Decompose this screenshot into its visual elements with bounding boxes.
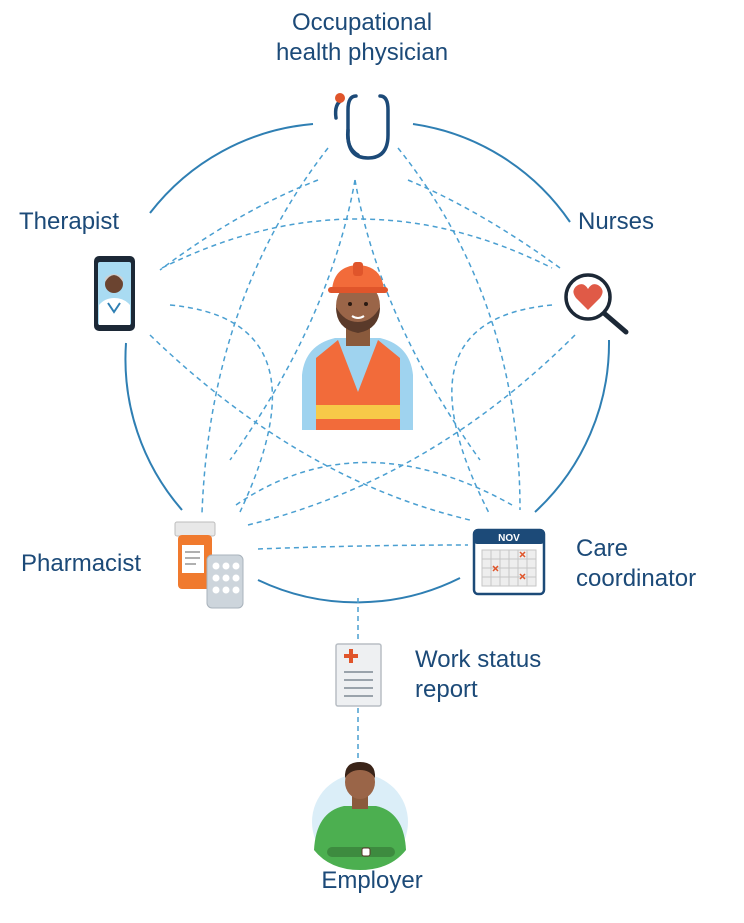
stethoscope-icon: [333, 94, 390, 160]
stethoscope-chestpiece: [335, 93, 345, 103]
dash-ther-nurse: [161, 218, 553, 269]
label-care-line-2: coordinator: [576, 565, 697, 592]
label-work-line-2: report: [415, 676, 478, 703]
calendar-icon: NOV: [472, 528, 546, 596]
label-employer: Employer: [321, 867, 423, 894]
pill-bottle-icon: [174, 521, 244, 609]
label-work-line-1: Work status: [415, 646, 542, 673]
dash-ther-care: [149, 334, 471, 521]
dash-ohp-care: [397, 147, 521, 511]
dash-ohp-down: [354, 179, 481, 461]
employer-avatar: [312, 762, 408, 870]
ring-arc-bottom: [257, 577, 461, 604]
dash-ther-pharm: [169, 304, 273, 513]
dash-ohp-pharm: [201, 147, 329, 514]
label-occupational-health-physician: Occupational health physician: [212, 8, 512, 68]
dash-ohp-nurse: [407, 179, 561, 269]
dash-pharm-care-arc: [235, 461, 513, 506]
label-work-status-report: Work status report: [415, 645, 541, 705]
calendar-month: NOV: [498, 533, 520, 544]
label-ohp-line-2: health physician: [275, 39, 449, 66]
dash-pharm-care: [257, 544, 469, 550]
worker-avatar: [302, 262, 413, 430]
dashed-connections: [149, 147, 576, 770]
label-pharmacist: Pharmacist: [21, 550, 142, 577]
outer-ring: [124, 123, 611, 604]
dash-nurse-care: [451, 304, 553, 516]
label-therapist: Therapist: [19, 208, 120, 235]
tablet-doctor-icon: [94, 256, 135, 331]
ring-arc-right: [534, 339, 611, 513]
label-care-line-1: Care: [576, 535, 629, 562]
dash-ohp-ther: [159, 179, 319, 271]
heart-magnifier-icon: [564, 273, 629, 335]
label-ohp-line-1: Occupational: [291, 9, 433, 36]
ring-arc-top-right: [412, 123, 571, 223]
dash-ohp-down-2: [229, 179, 356, 461]
dash-nurse-pharm: [247, 334, 576, 526]
report-icon: [335, 643, 382, 707]
label-nurses: Nurses: [578, 208, 655, 235]
ring-arc-left: [124, 342, 183, 511]
label-care-coordinator: Care coordinator: [576, 534, 696, 594]
ring-arc-top-left: [149, 123, 314, 214]
